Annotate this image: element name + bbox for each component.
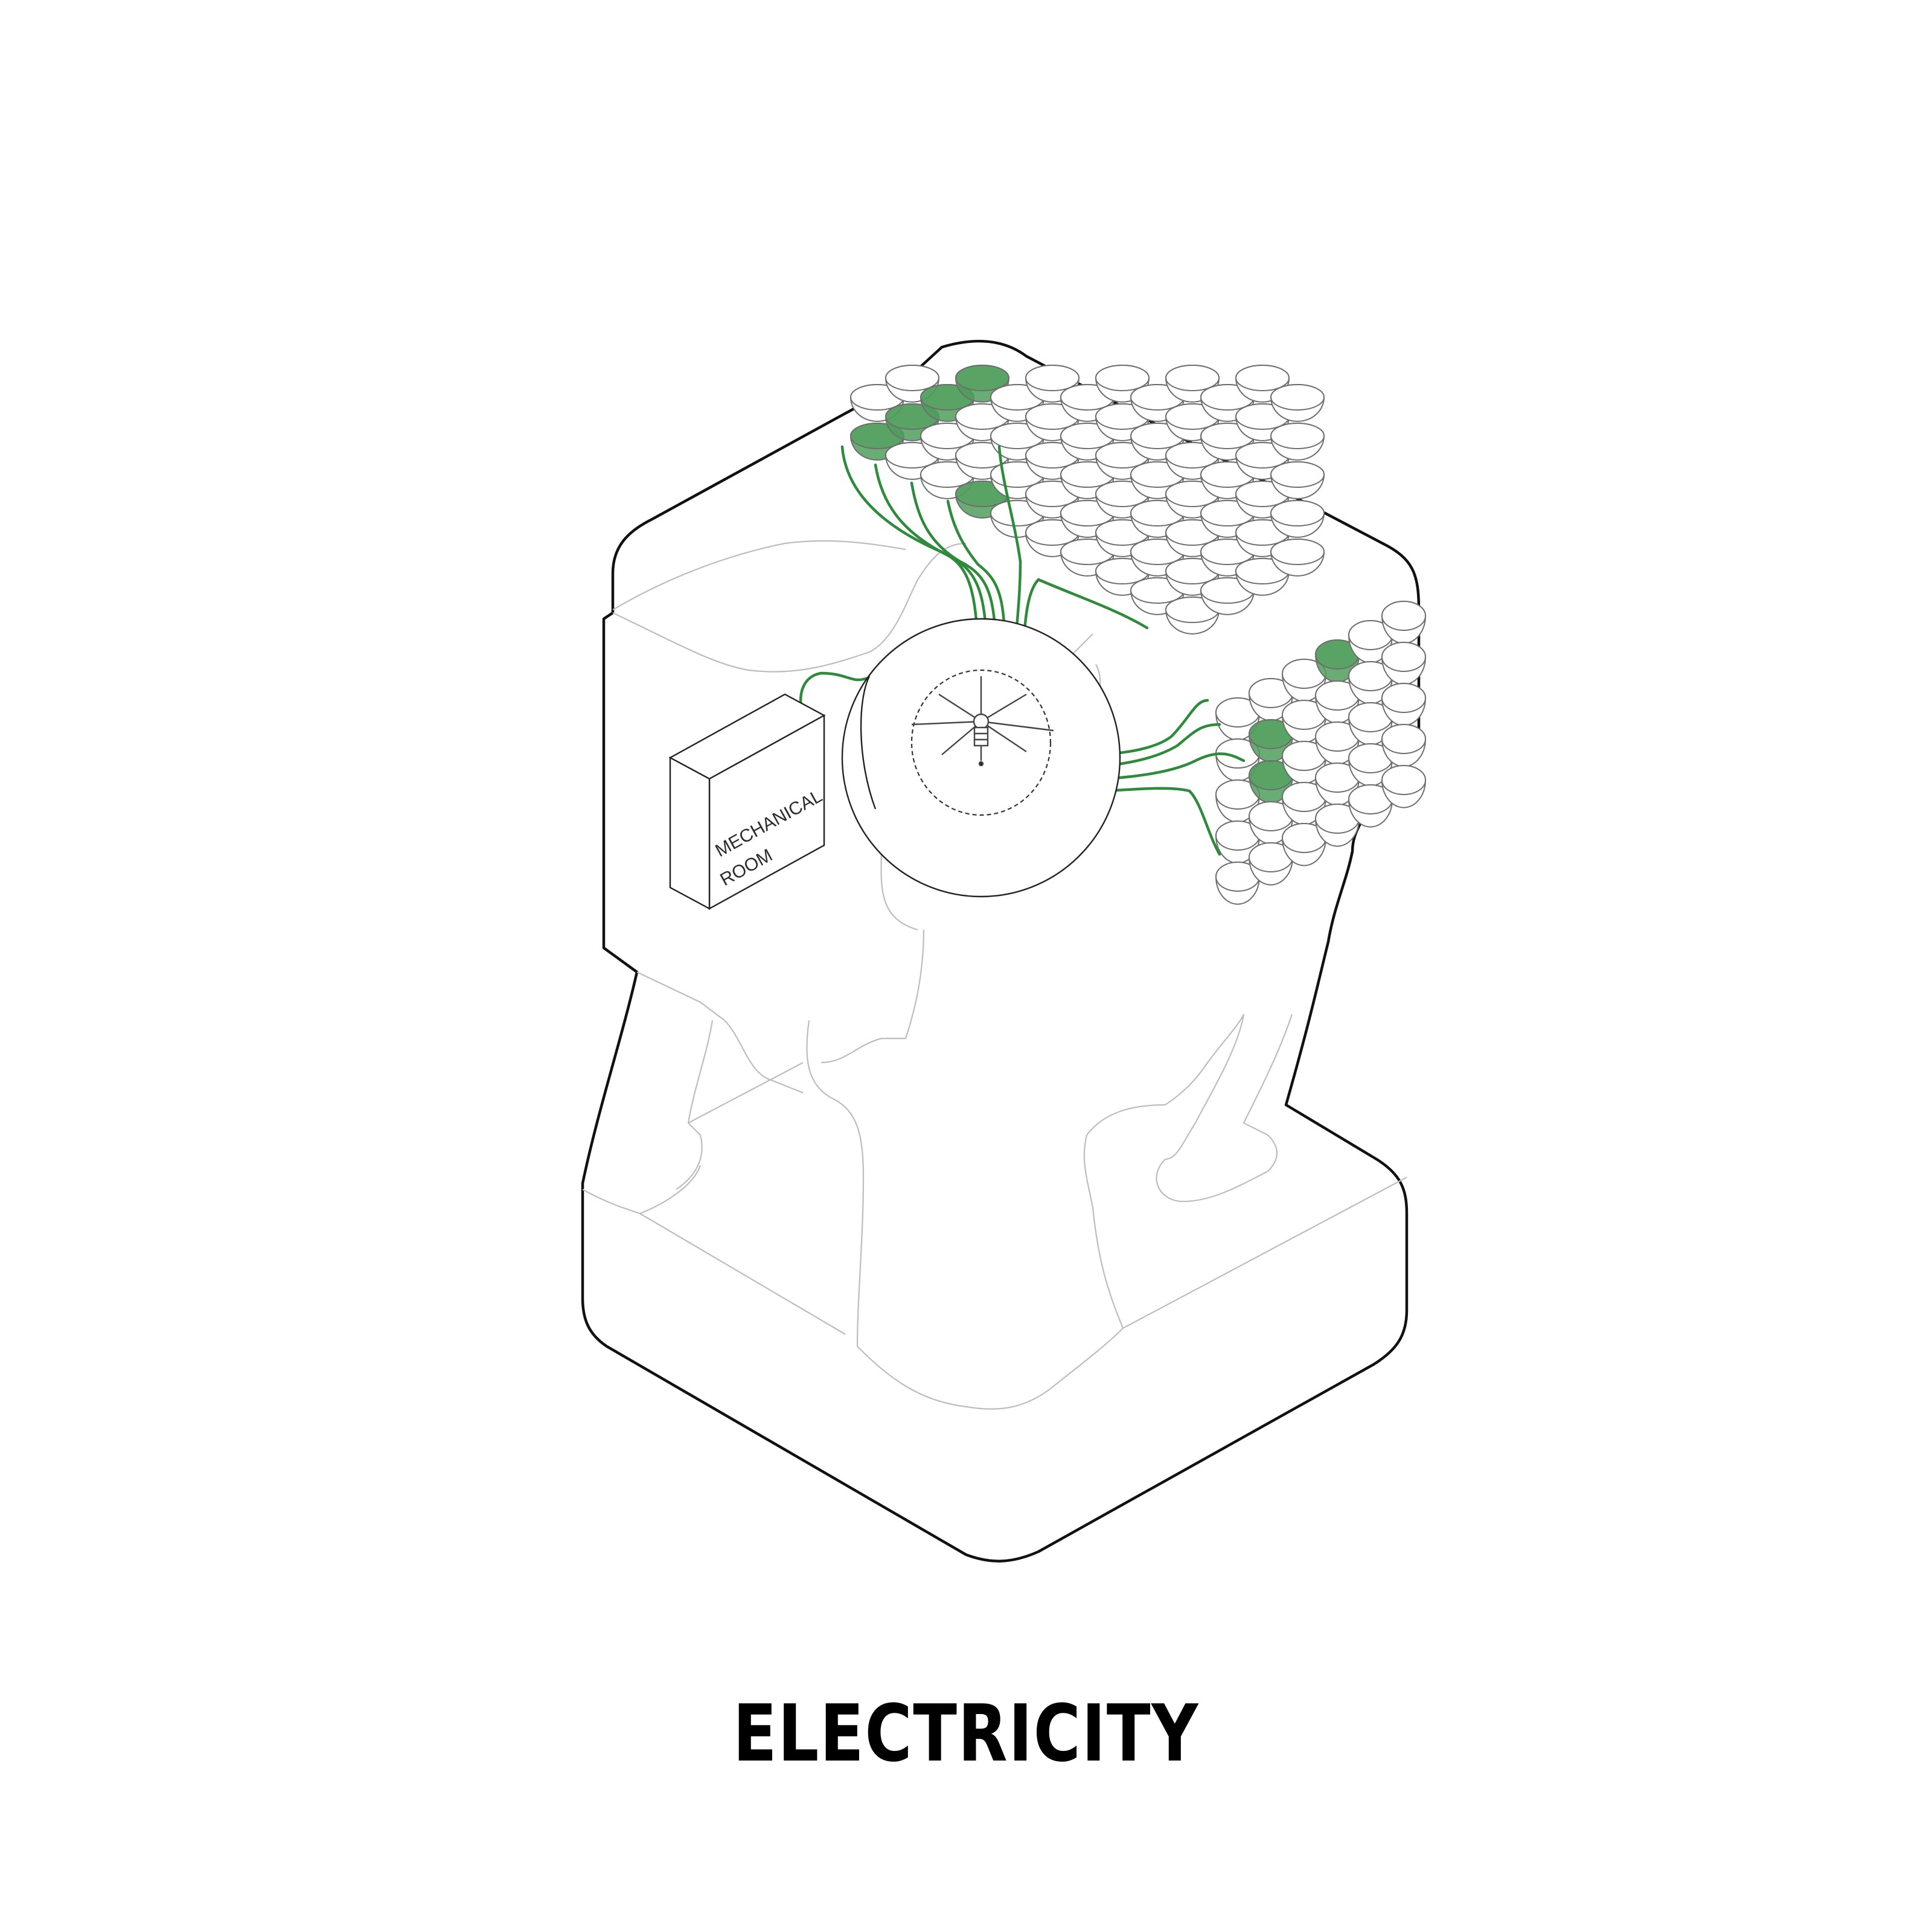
central-sphere	[842, 619, 1120, 897]
diagram-title: ELECTRICITY	[174, 1687, 1758, 1779]
